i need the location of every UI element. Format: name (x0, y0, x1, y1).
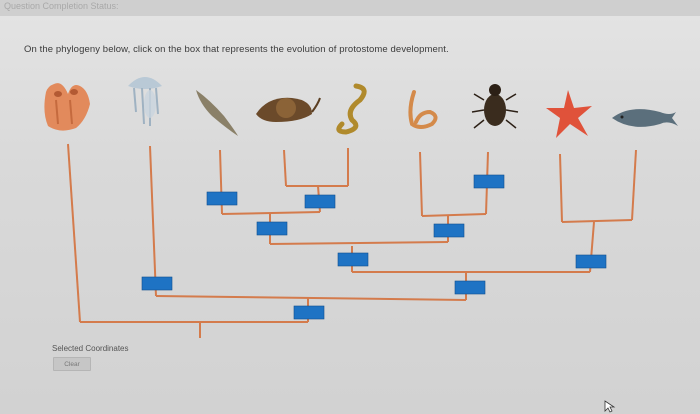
branch-box-beetle[interactable] (473, 174, 505, 189)
branch-box-bilateria[interactable] (293, 305, 325, 320)
branch-box-ecdysozoa[interactable] (433, 223, 465, 238)
snail-icon (256, 97, 321, 122)
clear-button[interactable]: Clear (53, 357, 91, 371)
branch-box-flatworm[interactable] (206, 191, 238, 206)
sponge-icon (44, 83, 90, 131)
nematode-icon (408, 90, 438, 129)
top-status-bar: Question Completion Status: (0, 0, 700, 16)
annelid-worm-icon (336, 83, 367, 135)
beetle-icon (471, 84, 519, 129)
jellyfish-icon (128, 77, 162, 126)
mouse-cursor-icon (604, 400, 616, 413)
fish-icon (612, 109, 678, 127)
question-text: On the phylogeny below, click on the box… (24, 44, 449, 55)
tree-branches (67, 143, 637, 338)
branch-box-triploblasts[interactable] (454, 280, 486, 295)
branch-box-jellyfish[interactable] (141, 276, 173, 291)
completion-status-label: Question Completion Status: (4, 1, 119, 11)
flatworm-icon (196, 90, 238, 136)
branch-box-lophotrochozoa[interactable] (256, 221, 288, 236)
branch-box-protostomes[interactable] (337, 252, 369, 267)
selected-coordinates-label: Selected Coordinates (52, 344, 129, 353)
branch-box-deuterostomes[interactable] (575, 254, 607, 269)
sea-star-icon (546, 90, 592, 138)
branch-box-lophotrochozoa-inner[interactable] (304, 194, 336, 209)
